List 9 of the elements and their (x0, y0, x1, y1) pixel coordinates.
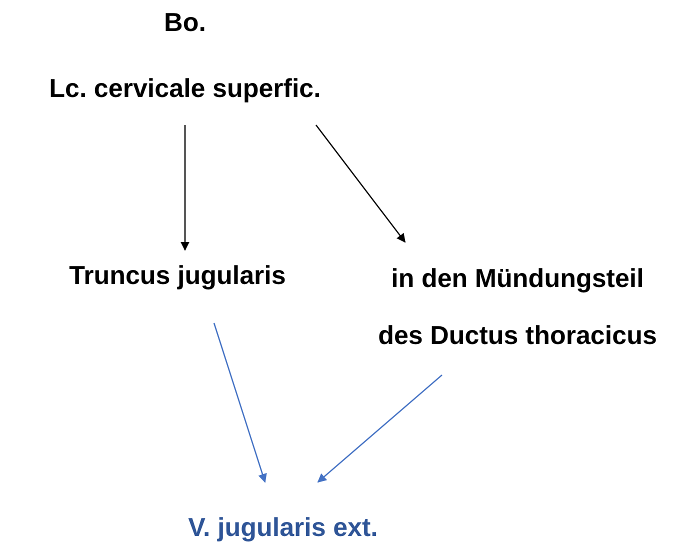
node-label: Lc. cervicale superfic. (48, 72, 322, 105)
node-label: Truncus jugularis (68, 259, 287, 292)
node-label: V. jugularis ext. (187, 511, 379, 544)
arrow (213, 322, 267, 483)
arrow (180, 125, 190, 251)
arrow (315, 124, 406, 243)
arrow (317, 374, 442, 483)
heading: Bo. (163, 6, 207, 39)
node-label: in den Mündungsteil des Ductus thoracicus (377, 262, 658, 352)
